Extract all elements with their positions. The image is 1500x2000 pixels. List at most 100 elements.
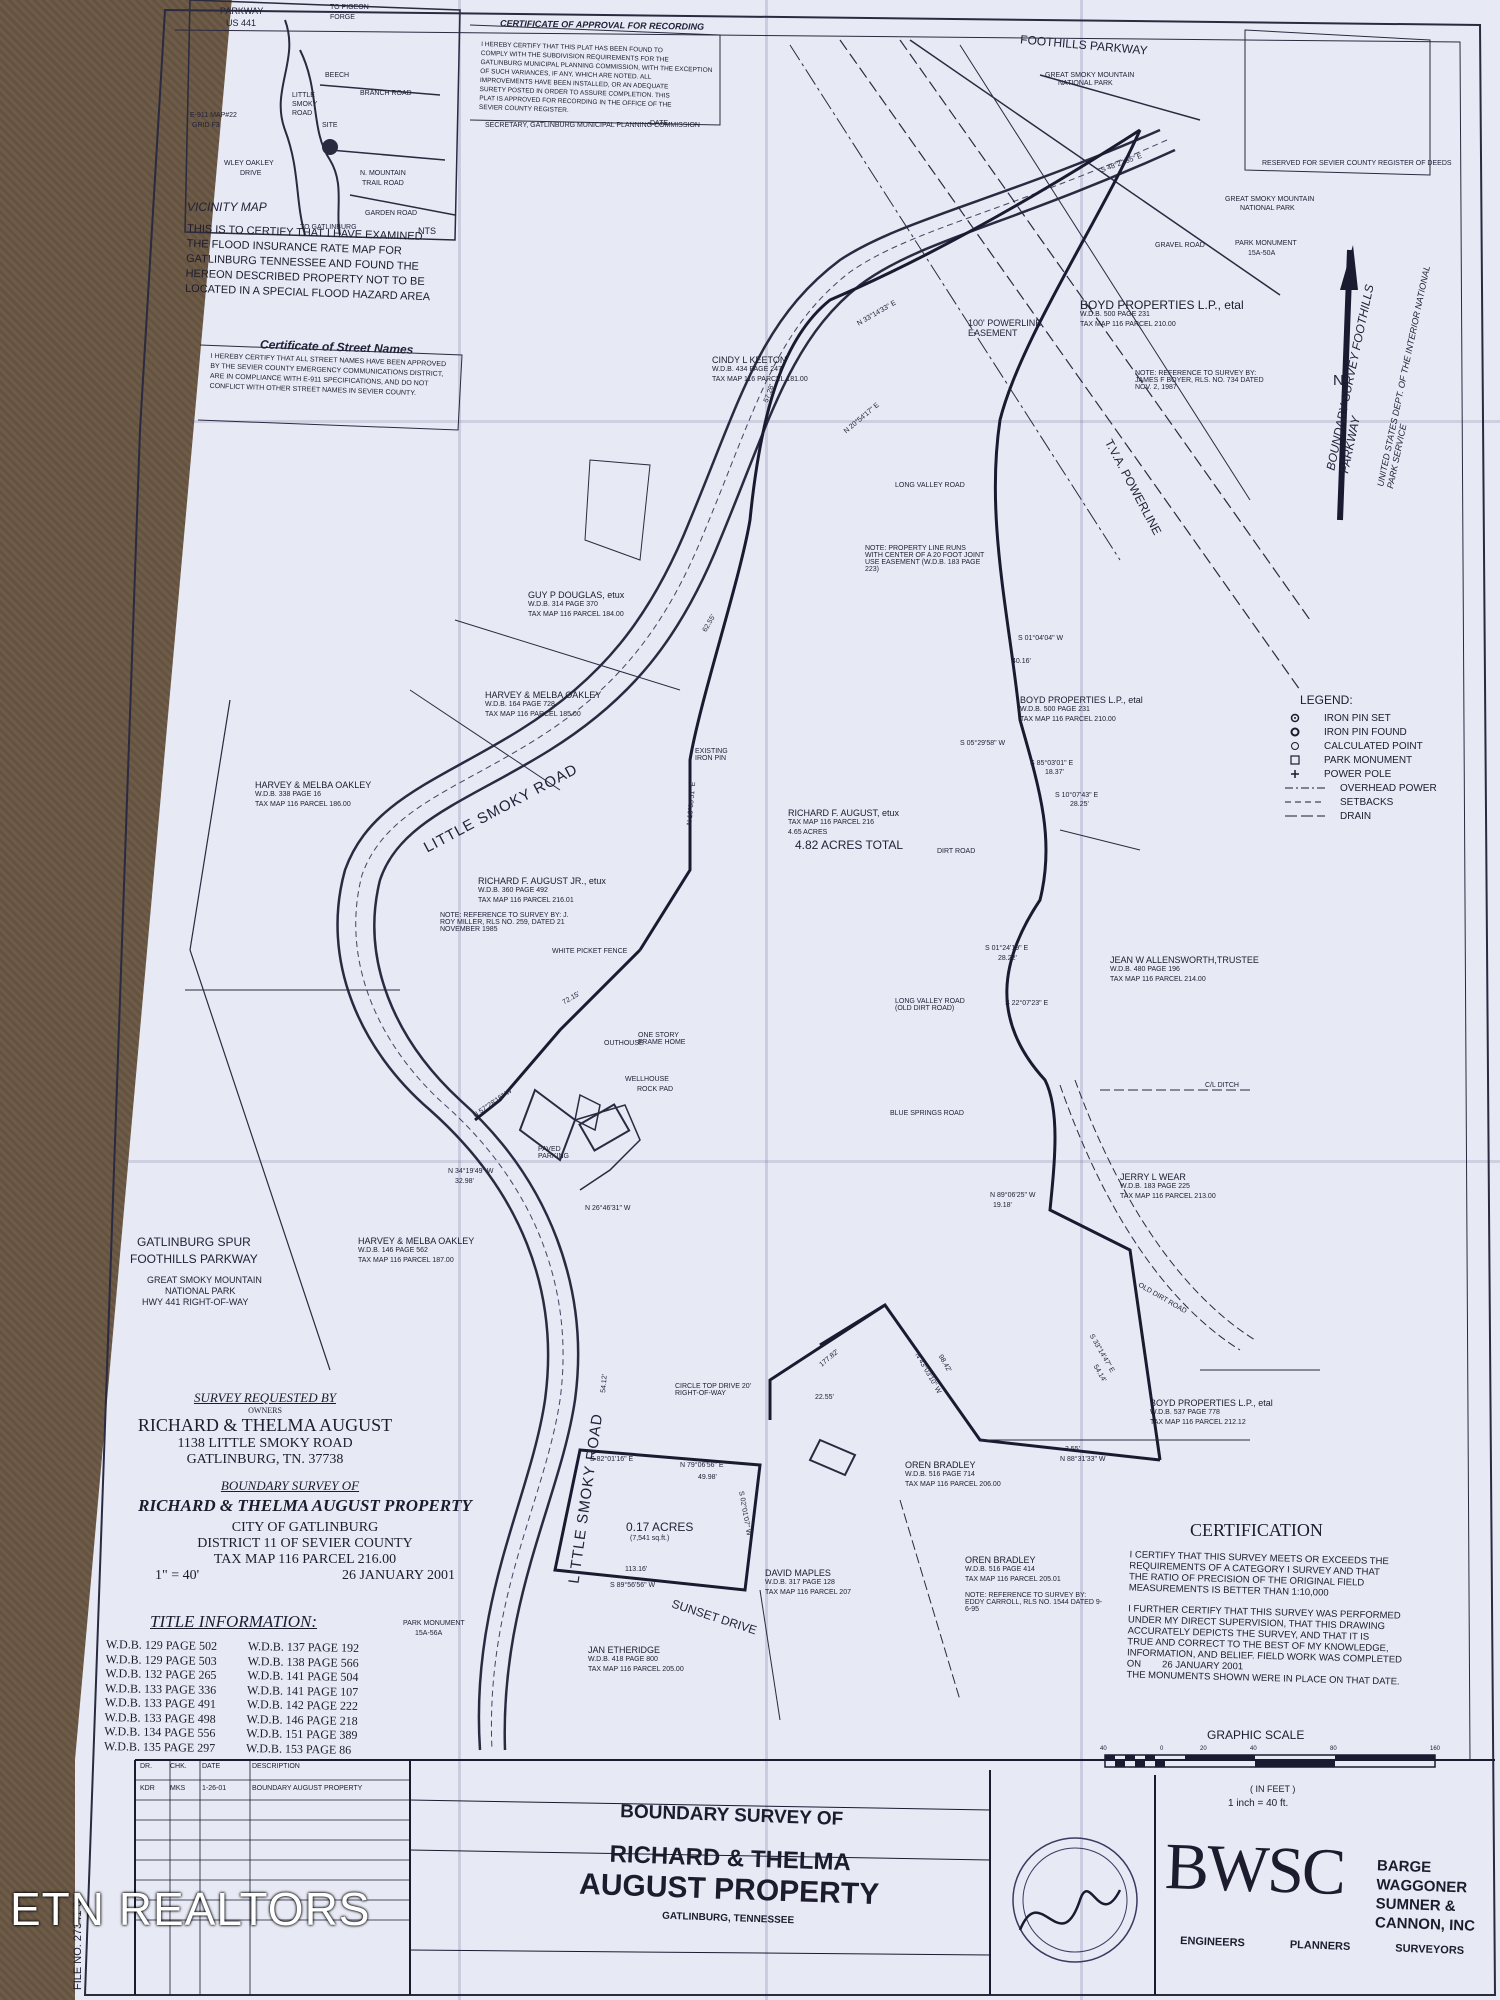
note-property-line: NOTE: PROPERTY LINE RUNS WITH CENTER OF … (865, 545, 985, 573)
legend-item: POWER POLE (1324, 768, 1392, 780)
title-block: BOUNDARY SURVEY OF RICHARD & THELMA AUGU… (578, 1801, 880, 1927)
bearing-label: S 05°29'58" W (960, 740, 1006, 747)
label-long-valley-road-old: LONG VALLEY ROAD (OLD DIRT ROAD) (895, 998, 965, 1012)
vicinity-label: LITTLE (292, 92, 315, 99)
label-lot-acres: 0.17 ACRES (626, 1520, 694, 1534)
vicinity-label: E-911 MAP#22 (190, 112, 237, 119)
legend-item: DRAIN (1340, 810, 1372, 822)
survey-info: SURVEY REQUESTED BY OWNERS RICHARD & THE… (137, 1390, 472, 1583)
label-lot-sqft: (7,541 sq.ft.) (630, 1535, 670, 1542)
label-park-monument-56-id: 15A-56A (415, 1630, 443, 1637)
bearing-label: N 89°06'25" W (990, 1192, 1036, 1199)
distance-label: 18.37' (1045, 769, 1064, 776)
legend-item: CALCULATED POINT (1324, 740, 1423, 752)
distance-label: 32.98' (455, 1178, 474, 1185)
label-gsm-park-right: NATIONAL PARK (1240, 205, 1295, 212)
vicinity-label: SITE (322, 122, 338, 129)
label-outhouse: OUTHOUSE (604, 1040, 644, 1047)
label-gravel-road: GRAVEL ROAD (1155, 242, 1205, 249)
label-park-monument-56: PARK MONUMENT (403, 1620, 465, 1627)
vicinity-label: FORGE (330, 14, 355, 21)
label-powerline-easement: 100' POWERLINE EASEMENT (968, 318, 1042, 338)
legend-item: OVERHEAD POWER (1340, 782, 1437, 794)
label-gsm-park: NATIONAL PARK (1058, 80, 1113, 87)
legend-title: LEGEND: (1300, 693, 1353, 707)
distance-label: 49.98' (698, 1474, 717, 1481)
fold-line (75, 420, 1500, 423)
label-gsm-park-left: GREAT SMOKY MOUNTAIN (147, 1275, 262, 1285)
label-gsm-park-left: NATIONAL PARK (165, 1286, 236, 1296)
bwsc-logo: BWSC (1163, 1829, 1346, 1910)
label-iron-pin: EXISTING IRON PIN (695, 748, 728, 762)
flood-certificate: THIS IS TO CERTIFY THAT I HAVE EXAMINED … (184, 222, 431, 304)
label-hwy-441: HWY 441 RIGHT-OF-WAY (142, 1297, 249, 1307)
label-long-valley-road: LONG VALLEY ROAD (895, 482, 965, 489)
note-boyer: NOTE: REFERENCE TO SURVEY BY: JAMES F BO… (1135, 370, 1264, 391)
vicinity-label: GRID F3 (192, 122, 220, 129)
north-arrow-label: N (1333, 372, 1344, 389)
certification-text: I CERTIFY THAT THIS SURVEY MEETS OR EXCE… (1126, 1549, 1403, 1688)
fold-line (1080, 0, 1083, 2000)
vicinity-label: TO PIGEON (330, 4, 369, 11)
fold-line (75, 1160, 1500, 1163)
vicinity-label: N. MOUNTAIN (360, 170, 406, 177)
label-gsm-park: GREAT SMOKY MOUNTAIN (1045, 72, 1135, 79)
bearing-label: N 26°46'31" W (585, 1205, 631, 1212)
label-paved-parking: PAVED PARKING (538, 1146, 569, 1160)
label-picket-fence: WHITE PICKET FENCE (552, 948, 628, 955)
legend: LEGEND: IRON PIN SET IRON PIN FOUND CALC… (1300, 693, 1437, 823)
bearing-label: S 82°01'16" E (590, 1456, 634, 1463)
label-wellhouse: WELLHOUSE (625, 1076, 669, 1083)
legend-item: PARK MONUMENT (1324, 754, 1413, 766)
approval-sign-line: SECRETARY, GATLINBURG MUNICIPAL PLANNING… (485, 122, 700, 129)
graphic-scale-title: GRAPHIC SCALE (1207, 1728, 1305, 1742)
vicinity-label: PARKWAY (220, 6, 264, 16)
bearing-label: S 89°56'56" W (610, 1582, 656, 1589)
surveyor-seal (1013, 1838, 1137, 1962)
vicinity-label: GARDEN ROAD (365, 210, 418, 217)
street-certificate: I HEREBY CERTIFY THAT ALL STREET NAMES H… (209, 352, 447, 398)
vicinity-label: BEECH (325, 72, 350, 79)
bearing-label: N 79°06'56" E (680, 1462, 724, 1469)
legend-item: IRON PIN SET (1324, 712, 1391, 724)
bearing-label: N 34°19'49" W (448, 1168, 494, 1175)
vicinity-label: DRIVE (240, 170, 262, 177)
distance-label: 40.16' (1012, 658, 1031, 665)
fold-line (765, 0, 768, 2000)
revision-table-row: KDR MKS 1-26-01 BOUNDARY AUGUST PROPERTY (140, 1785, 363, 1792)
note-carroll: NOTE: REFERENCE TO SURVEY BY: EDDY CARRO… (965, 1592, 1103, 1613)
label-foothills-parkway-2: FOOTHILLS PARKWAY (130, 1252, 258, 1266)
graphic-scale-ratio: 1 inch = 40 ft. (1228, 1798, 1289, 1809)
distance-label: 28.25' (1070, 801, 1089, 808)
label-frame-home: ONE STORY FRAME HOME (638, 1032, 686, 1046)
label-blue-springs-road: BLUE SPRINGS ROAD (890, 1110, 964, 1117)
distance-label: 113.16' (625, 1566, 648, 1573)
note-miller: NOTE: REFERENCE TO SURVEY BY: J. ROY MIL… (440, 912, 569, 933)
vicinity-label: US 441 (226, 18, 257, 28)
approval-date: DATE (650, 120, 669, 127)
vicinity-label: TRAIL ROAD (362, 180, 404, 187)
vicinity-label: BRANCH ROAD (360, 90, 412, 97)
revision-table-header: DR. CHK. DATE DESCRIPTION (140, 1763, 300, 1770)
graphic-scale-unit: ( IN FEET ) (1250, 1784, 1296, 1794)
label-park-monument: PARK MONUMENT (1235, 240, 1297, 247)
label-park-monument-id: 15A-50A (1248, 250, 1276, 257)
bearing-label: N 88°31'33" W (1060, 1456, 1106, 1463)
bearing-label: S 01°24'19" E (985, 945, 1029, 952)
vicinity-map-title: VICINITY MAP (187, 200, 267, 214)
